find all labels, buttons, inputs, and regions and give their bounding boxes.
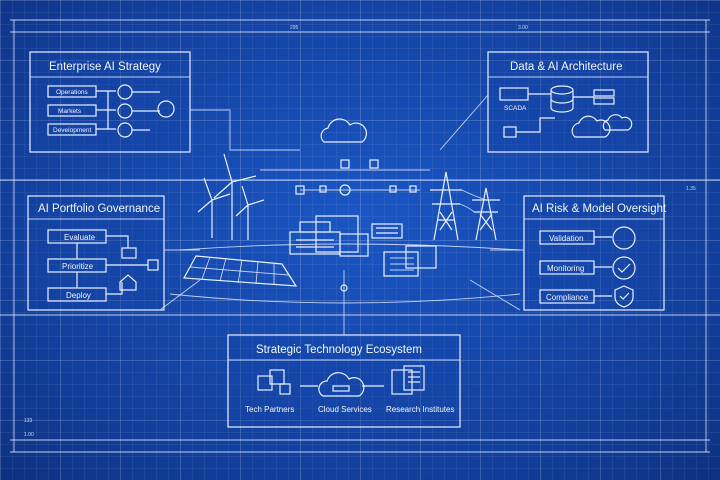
ecosystem-item-research-institutes: Research Institutes xyxy=(386,405,454,414)
ruler-label-top-a: 295 xyxy=(290,25,299,31)
panel-data-ai-architecture: Data & AI Architecture SCADA xyxy=(487,51,649,153)
ecosystem-item-cloud-services: Cloud Services xyxy=(318,405,372,414)
cloud-top-icon xyxy=(320,118,368,143)
shield-check-icon xyxy=(614,285,634,308)
panel-title-strategy: Enterprise AI Strategy xyxy=(49,61,161,73)
panel-strategic-technology-ecosystem: Strategic Technology Ecosystem Tech Part… xyxy=(227,334,461,428)
network-nodes xyxy=(260,159,430,196)
frame-lines xyxy=(0,19,720,453)
panel-title-architecture: Data & AI Architecture xyxy=(510,61,623,73)
panel-ai-portfolio-governance: AI Portfolio Governance Evaluate Priorit… xyxy=(27,195,165,311)
transmission-tower-icon xyxy=(430,171,500,241)
ruler-label-right-a: 1.35 xyxy=(686,186,696,192)
research-document-icon xyxy=(391,365,425,395)
strategy-target-node xyxy=(157,100,175,118)
battery-storage-icon xyxy=(383,245,437,277)
check-circle-icon xyxy=(612,256,636,280)
strategy-item-operations: Operations xyxy=(56,89,89,96)
risk-item-monitoring: Monitoring xyxy=(547,264,584,273)
ecosystem-item-tech-partners: Tech Partners xyxy=(245,405,294,414)
governance-item-prioritize: Prioritize xyxy=(62,262,94,271)
tech-partners-icon xyxy=(257,369,291,395)
strategy-item-markets: Markets xyxy=(58,108,82,115)
solar-panel-icon xyxy=(183,255,298,287)
scada-label: SCADA xyxy=(504,105,527,112)
panel-ai-risk-model-oversight: AI Risk & Model Oversight Validation Mon… xyxy=(523,195,667,311)
panel-title-risk: AI Risk & Model Oversight xyxy=(532,203,667,215)
ruler-label-left-a: 133 xyxy=(24,418,33,424)
governance-item-evaluate: Evaluate xyxy=(64,233,96,242)
risk-item-validation: Validation xyxy=(549,234,584,243)
hub-node xyxy=(340,284,348,292)
factory-building-icon xyxy=(289,215,403,257)
panel-enterprise-ai-strategy: Enterprise AI Strategy Operations Market… xyxy=(29,51,191,153)
wind-turbine-icon xyxy=(197,153,265,240)
panel-title-ecosystem: Strategic Technology Ecosystem xyxy=(256,344,422,356)
cycle-icon xyxy=(612,226,636,250)
ruler-label-top-b: 3.00 xyxy=(518,25,528,31)
risk-item-compliance: Compliance xyxy=(546,293,589,302)
strategy-item-development: Development xyxy=(53,127,91,134)
ruler-label-left-b: 1.00 xyxy=(24,432,34,438)
governance-item-deploy: Deploy xyxy=(66,291,91,300)
energy-infrastructure-illustration xyxy=(159,94,524,335)
panel-title-governance: AI Portfolio Governance xyxy=(38,203,160,215)
